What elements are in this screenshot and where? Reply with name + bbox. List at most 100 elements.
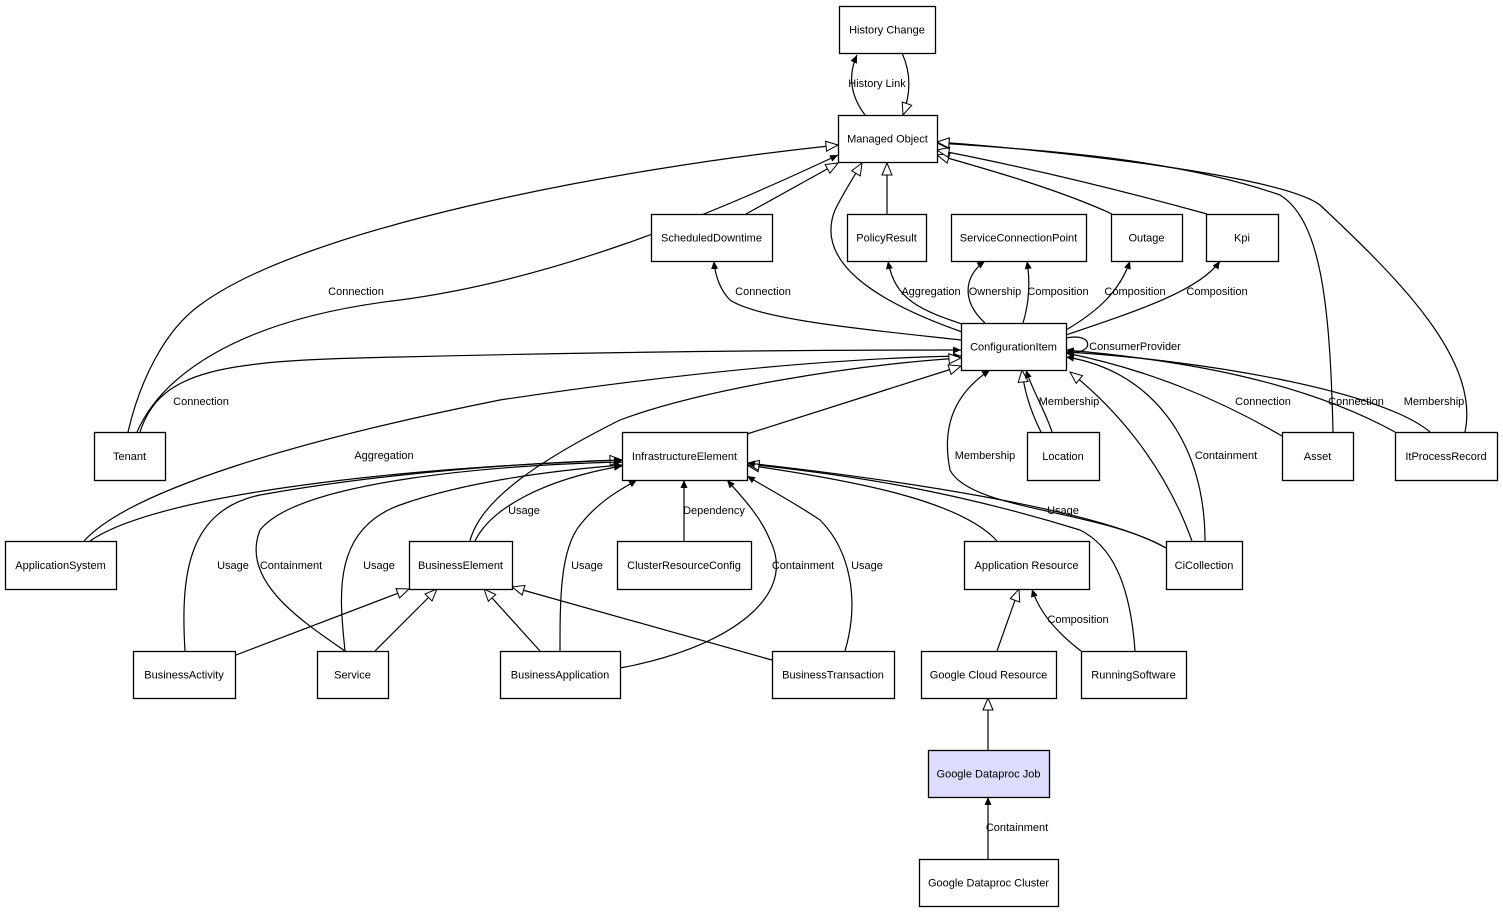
node-box[interactable] (616, 540, 753, 591)
node-box[interactable] (1165, 540, 1244, 591)
node-business-application[interactable]: BusinessApplication (499, 650, 622, 700)
node-label: Google Dataproc Job (937, 769, 1041, 781)
node-outage[interactable]: Outage (1110, 213, 1184, 263)
association-edge-location-to-configuration-item (1024, 369, 1053, 433)
node-box[interactable] (960, 322, 1068, 372)
node-label: Outage (1128, 233, 1164, 245)
node-box[interactable] (963, 540, 1091, 591)
inheritance-edge-business-application-to-business-element (484, 589, 541, 652)
node-label: Application Resource (975, 560, 1079, 572)
node-box[interactable] (1026, 431, 1101, 482)
node-business-transaction[interactable]: BusinessTransaction (771, 650, 896, 700)
node-location[interactable]: Location (1026, 431, 1101, 482)
node-application-resource[interactable]: Application Resource (963, 540, 1091, 591)
inheritance-edge-business-element-to-configuration-item (469, 358, 961, 542)
node-box[interactable] (1110, 213, 1184, 263)
edge-label: Connection (735, 286, 791, 298)
node-managed-object[interactable]: Managed Object (837, 114, 939, 164)
node-box[interactable] (918, 858, 1060, 908)
edge-label: Containment (986, 822, 1048, 834)
edge-label: Connection (328, 286, 384, 298)
node-label: ServiceConnectionPoint (960, 233, 1077, 245)
node-label: Managed Object (847, 134, 928, 146)
node-asset[interactable]: Asset (1281, 431, 1355, 482)
node-label: PolicyResult (856, 233, 917, 245)
node-box[interactable] (837, 114, 939, 164)
node-box[interactable] (1394, 431, 1499, 482)
edge-label: Dependency (683, 505, 745, 517)
node-google-dataproc-job[interactable]: Google Dataproc Job (927, 749, 1051, 799)
node-ci-collection[interactable]: CiCollection (1165, 540, 1244, 591)
edge-label: Usage (508, 505, 540, 517)
node-box[interactable] (920, 650, 1058, 700)
inheritance-edge-scheduled-downtime-to-managed-object (745, 163, 838, 215)
node-it-process-record[interactable]: ItProcessRecord (1394, 431, 1499, 482)
node-box[interactable] (1205, 213, 1280, 263)
node-label: Tenant (113, 451, 146, 463)
node-box[interactable] (927, 749, 1051, 799)
node-box[interactable] (621, 431, 749, 482)
node-box[interactable] (838, 5, 937, 55)
node-business-element[interactable]: BusinessElement (408, 540, 514, 591)
edge-label: Connection (1328, 396, 1384, 408)
edge-label: Containment (772, 560, 834, 572)
node-box[interactable] (408, 540, 514, 591)
inheritance-edge-location-to-configuration-item (1022, 370, 1042, 433)
inheritance-edge-it-process-record-to-managed-object (937, 142, 1468, 433)
node-policy-result[interactable]: PolicyResult (846, 213, 928, 263)
node-kpi[interactable]: Kpi (1205, 213, 1280, 263)
association-edge-ci-collection-to-infrastructure-element (746, 460, 1167, 549)
node-box[interactable] (93, 431, 167, 482)
association-edge-business-application-to-infrastructure-element (559, 479, 638, 652)
edge-label: Membership (1404, 396, 1465, 408)
node-service[interactable]: Service (316, 650, 390, 700)
node-label: BusinessElement (418, 560, 503, 572)
association-edge-configuration-item-to-service-connection-point (967, 260, 986, 324)
inheritance-edge-configuration-item-to-managed-object (830, 163, 966, 334)
inheritance-edge-running-software-to-infrastructure-element (747, 464, 1136, 652)
association-edge-configuration-item-to-service-connection-point (1022, 260, 1032, 324)
node-service-connection-point[interactable]: ServiceConnectionPoint (950, 213, 1088, 263)
node-application-system[interactable]: ApplicationSystem (4, 540, 118, 591)
node-google-dataproc-cluster[interactable]: Google Dataproc Cluster (918, 858, 1060, 908)
node-infrastructure-element[interactable]: InfrastructureElement (621, 431, 749, 482)
inheritance-edge-ci-collection-to-configuration-item (1070, 372, 1193, 542)
association-edge-configuration-item-to-scheduled-downtime (711, 260, 962, 341)
node-business-activity[interactable]: BusinessActivity (132, 650, 237, 700)
node-label: Asset (1304, 451, 1332, 463)
node-box[interactable] (1281, 431, 1355, 482)
node-scheduled-downtime[interactable]: ScheduledDowntime (650, 213, 774, 263)
node-label: ItProcessRecord (1405, 451, 1486, 463)
node-box[interactable] (4, 540, 118, 591)
node-label: BusinessActivity (144, 670, 224, 682)
association-edge-business-application-to-infrastructure-element (619, 479, 777, 669)
node-google-cloud-resource[interactable]: Google Cloud Resource (920, 650, 1058, 700)
edge-label: Aggregation (901, 286, 960, 298)
node-cluster-resource-config[interactable]: ClusterResourceConfig (616, 540, 753, 591)
node-history-change[interactable]: History Change (838, 5, 937, 55)
edge-label: Containment (1195, 450, 1257, 462)
node-box[interactable] (1080, 650, 1188, 700)
edge-label: Usage (851, 560, 883, 572)
edge-label: Composition (1104, 286, 1165, 298)
node-box[interactable] (650, 213, 774, 263)
node-box[interactable] (132, 650, 237, 700)
node-box[interactable] (950, 213, 1088, 263)
association-edge-application-system-to-configuration-item (83, 352, 962, 542)
association-edge-configuration-item-to-policy-result (885, 260, 966, 326)
node-box[interactable] (499, 650, 622, 700)
node-label: BusinessApplication (511, 670, 609, 682)
node-box[interactable] (771, 650, 896, 700)
node-configuration-item[interactable]: ConfigurationItem (960, 322, 1068, 372)
node-box[interactable] (316, 650, 390, 700)
association-edge-running-software-to-application-resource (1031, 588, 1082, 652)
node-tenant[interactable]: Tenant (93, 431, 167, 482)
node-box[interactable] (846, 213, 928, 263)
node-label: ConfigurationItem (970, 342, 1057, 354)
node-label: ScheduledDowntime (661, 233, 762, 245)
association-edge-ci-collection-to-configuration-item (1065, 354, 1206, 542)
association-edge-business-element-to-infrastructure-element (474, 463, 623, 542)
node-running-software[interactable]: RunningSoftware (1080, 650, 1188, 700)
